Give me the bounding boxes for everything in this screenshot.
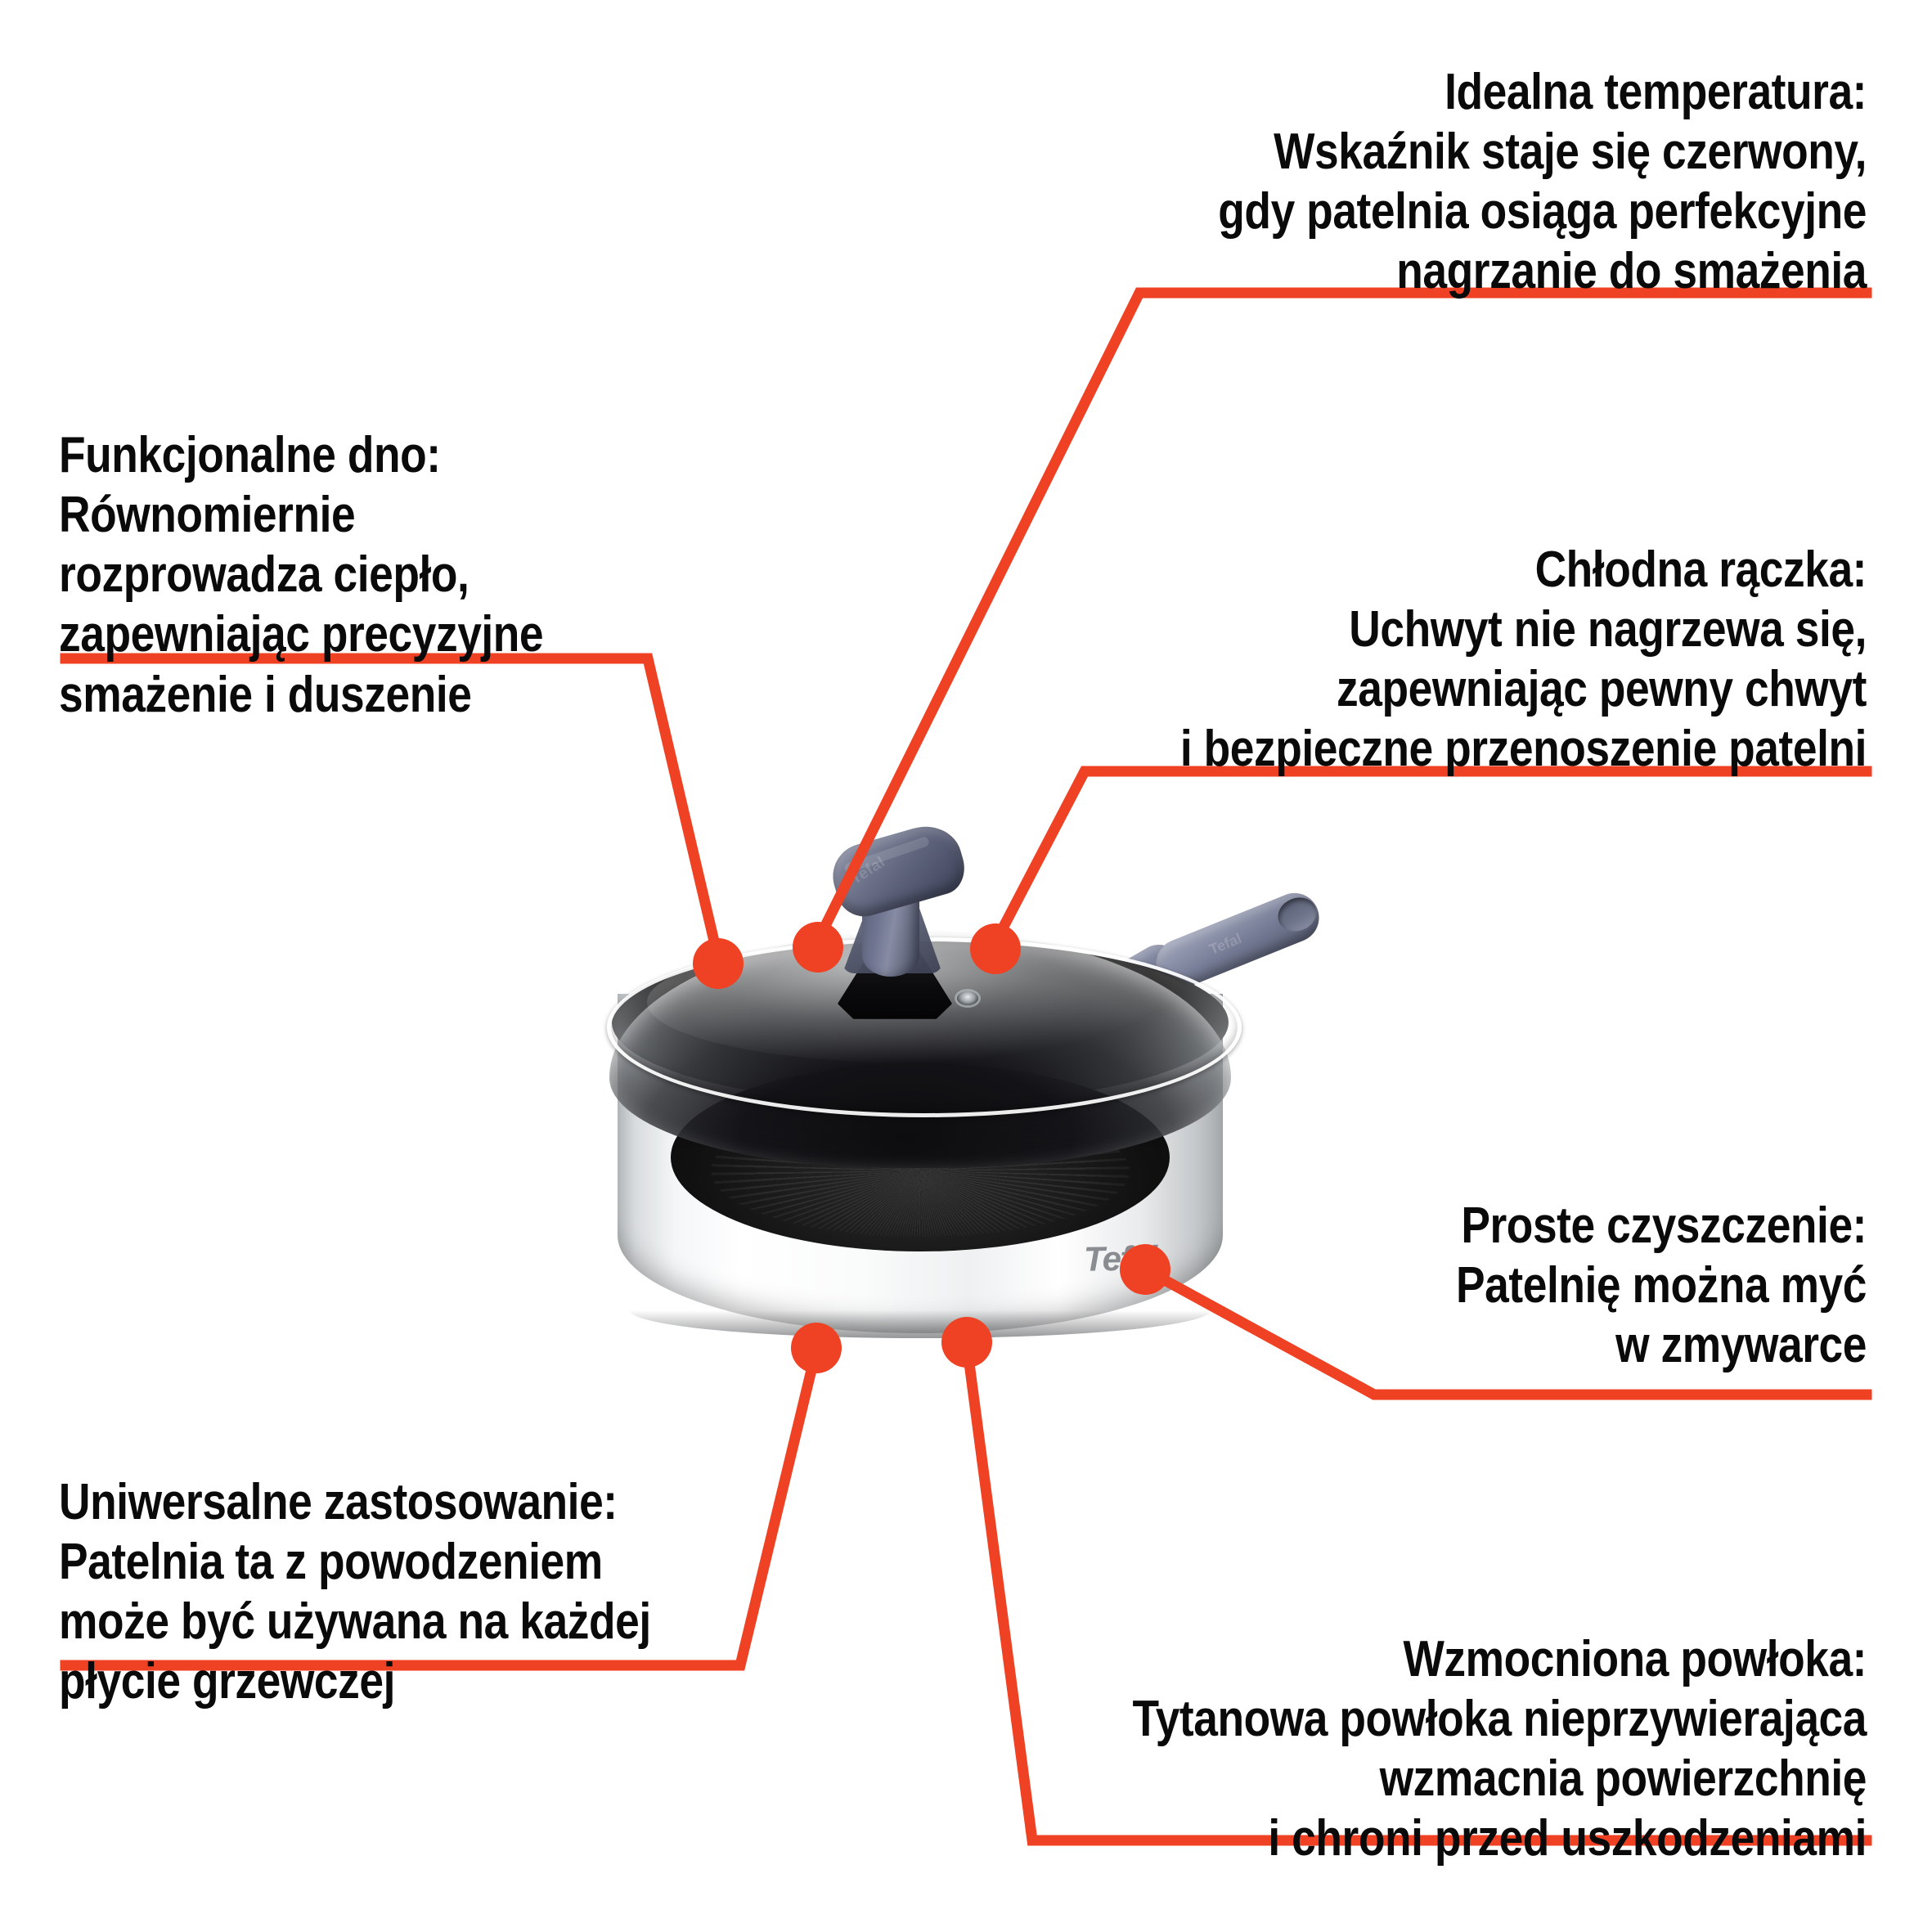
callout-universal-use: Uniwersalne zastosowanie: Patelnia ta z … — [59, 1474, 651, 1710]
callout-easy-cleaning: Proste czyszczenie: Patelnię można myć w… — [1456, 1197, 1867, 1374]
callout-ideal-temperature: Idealna temperatura: Wskaźnik staje się … — [1218, 64, 1867, 300]
callout-cool-handle: Chłodna rączka: Uchwyt nie nagrzewa się,… — [1179, 541, 1867, 778]
steam-vent-icon — [957, 991, 978, 1005]
callout-functional-base: Funkcjonalne dno: Równomiernie rozprowad… — [59, 427, 544, 723]
lid-knob: Tefal — [824, 817, 972, 1019]
lid-knob-brand-label: Tefal — [847, 853, 889, 888]
lid-knob-cap: Tefal — [824, 817, 972, 923]
product-image-saute-pan: Tefal Tefal Tefal — [573, 817, 1327, 1391]
callout-reinforced-coating: Wzmocniona powłoka: Tytanowa powłoka nie… — [1132, 1631, 1867, 1867]
